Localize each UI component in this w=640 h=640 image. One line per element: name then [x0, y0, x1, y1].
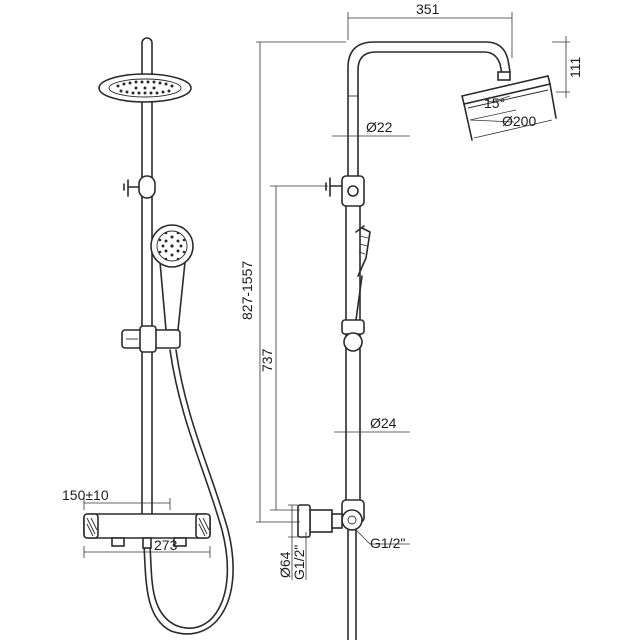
dim-64-label: Ø64: [277, 551, 293, 578]
dim-273-label: 273: [154, 537, 178, 553]
dim-827-1557-label: 827-1557: [239, 261, 255, 320]
dim-thread-right: G1/2": [355, 529, 410, 551]
diverter-block: [325, 175, 365, 207]
side-shower-head: [461, 71, 557, 141]
riser-rod: [141, 77, 153, 519]
dim-24-label: Ø24: [370, 415, 397, 431]
dim-351-label: 351: [416, 1, 440, 17]
dim-thread-left: G1/2": [291, 532, 307, 580]
side-mixer-connection: [297, 499, 365, 640]
slider-holder: [121, 325, 181, 353]
dim-24: Ø24: [334, 415, 410, 433]
dim-200: Ø200: [473, 113, 553, 139]
thread-left-label: G1/2": [291, 545, 307, 580]
side-view: 351 111 15° Ø200 Ø22 Ø24 8: [239, 1, 583, 640]
thread-right-label: G1/2": [370, 535, 405, 551]
overhead-shower-head: [98, 73, 192, 103]
dim-64: Ø64: [277, 504, 298, 580]
dim-22: Ø22: [332, 119, 410, 137]
dim-737-label: 737: [259, 348, 275, 372]
side-hand-shower: [341, 225, 371, 352]
thermostatic-mixer: [83, 513, 211, 549]
dim-827-1557: 827-1557: [239, 41, 346, 523]
wall-bracket: [123, 175, 156, 199]
dim-351: 351: [347, 1, 513, 58]
dim-22-label: Ø22: [366, 119, 393, 135]
dim-150-label: 150±10: [62, 487, 109, 503]
dim-15-label: 15°: [484, 95, 505, 111]
dim-150: 150±10: [62, 487, 171, 510]
dim-737: 737: [259, 185, 328, 511]
dim-111-label: 111: [567, 57, 583, 78]
dim-200-label: Ø200: [502, 113, 536, 129]
dim-273: 273: [83, 537, 211, 558]
rod-top-cap: [141, 37, 153, 79]
front-view: 150±10 273: [62, 37, 234, 635]
hand-shower: [150, 224, 194, 331]
dim-111: 111: [552, 36, 583, 98]
shower-hose: [143, 349, 234, 635]
dim-15: 15°: [469, 95, 517, 123]
